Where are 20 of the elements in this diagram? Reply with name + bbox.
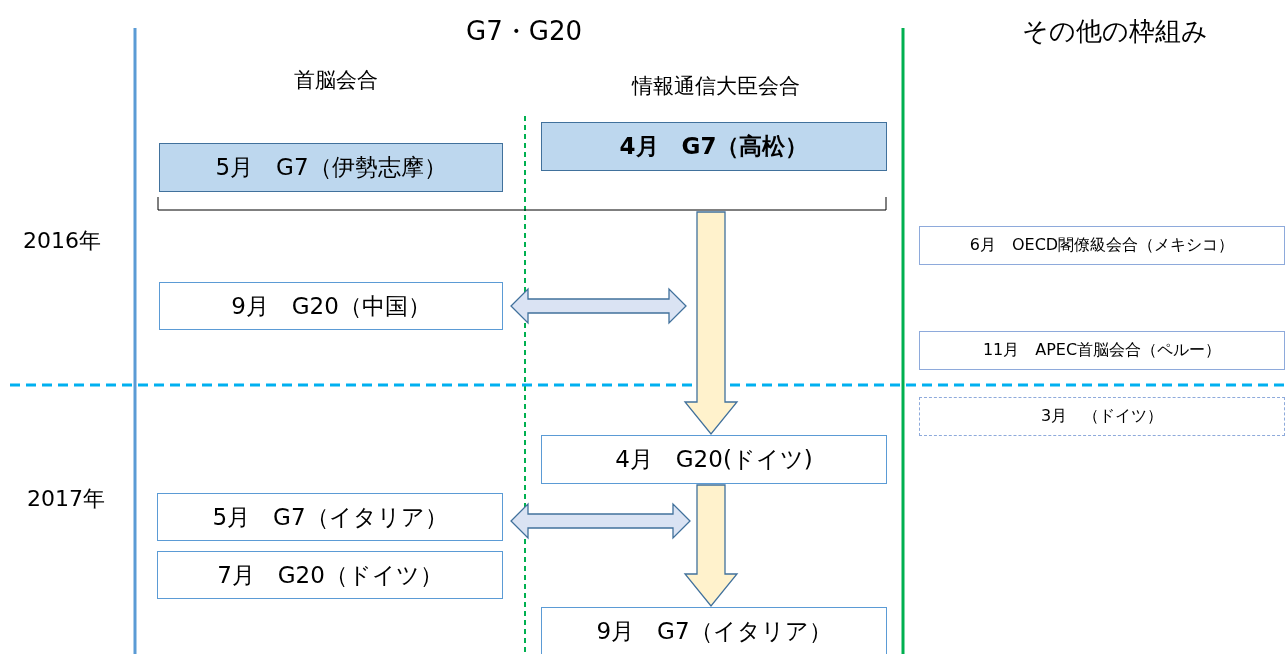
heading: その他の枠組み: [1022, 15, 1208, 48]
heading: G7・G20: [466, 15, 582, 48]
heading: 2016年: [23, 227, 101, 255]
event-box: 5月 G7（イタリア）: [157, 493, 503, 541]
event-box: 6月 OECD閣僚級会合（メキシコ）: [919, 226, 1285, 265]
block-arrow: [510, 502, 691, 540]
block-arrow: [683, 484, 739, 608]
heading: 首脳会合: [294, 67, 378, 94]
event-box: 5月 G7（伊勢志摩）: [159, 143, 503, 192]
event-box: 4月 G7（高松）: [541, 122, 887, 171]
block-arrow: [510, 287, 687, 325]
event-box: 7月 G20（ドイツ）: [157, 551, 503, 599]
event-box: 9月 G7（イタリア）: [541, 607, 887, 654]
event-box: 4月 G20(ドイツ): [541, 435, 887, 484]
event-box: 9月 G20（中国）: [159, 282, 503, 330]
block-arrow: [683, 211, 739, 436]
event-box: 3月 （ドイツ）: [919, 397, 1285, 436]
event-box: 11月 APEC首脳会合（ペルー）: [919, 331, 1285, 370]
heading: 情報通信大臣会合: [632, 73, 800, 100]
heading: 2017年: [27, 485, 105, 513]
